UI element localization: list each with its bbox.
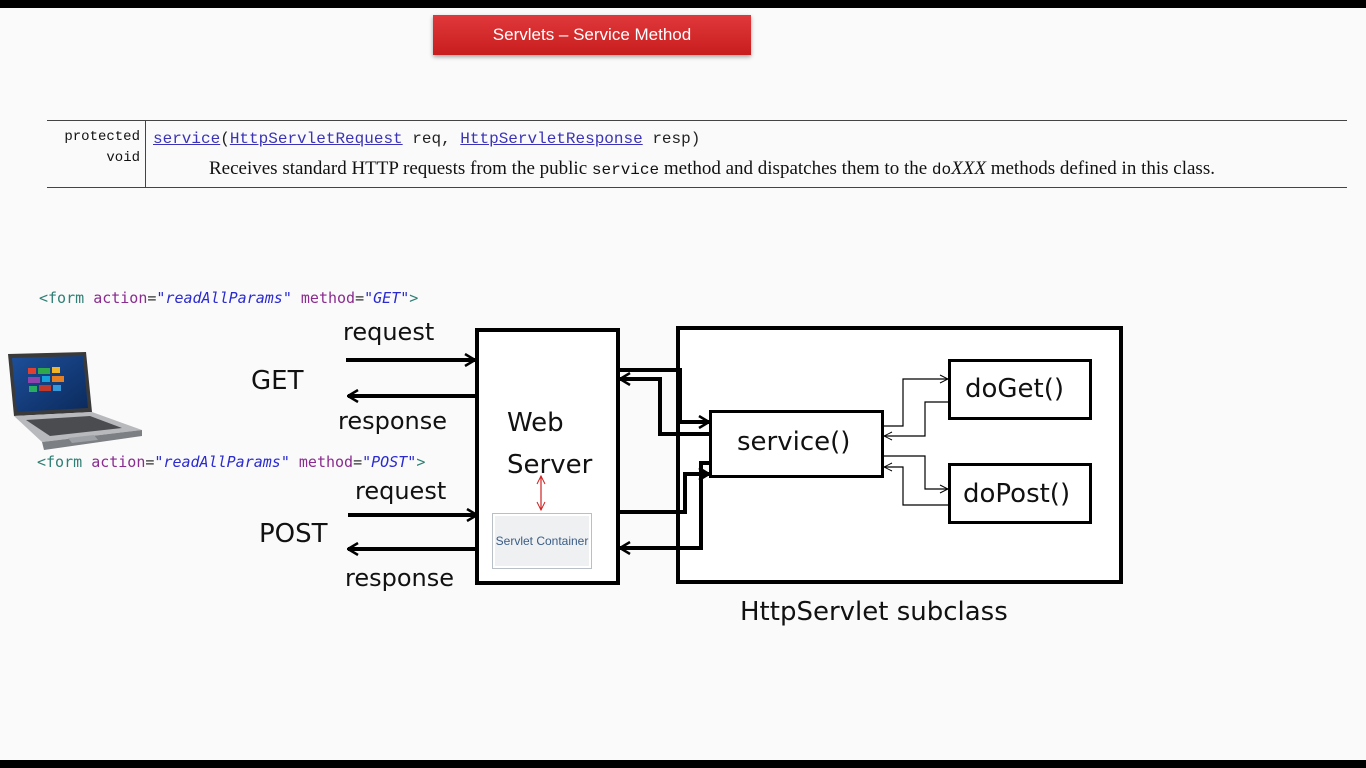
code-tag: <form	[37, 453, 83, 471]
method-link[interactable]: service	[153, 130, 221, 148]
desc-code-service: service	[591, 161, 660, 179]
dopost-method-box	[948, 463, 1092, 524]
slide: Servlets – Service Method protected void…	[0, 8, 1366, 760]
web-server-label-line2: Server	[507, 450, 593, 480]
code-value: "readAllParams"	[156, 289, 292, 307]
api-signature: service(HttpServletRequest req, HttpServ…	[153, 130, 701, 148]
post-request-label: request	[355, 477, 447, 505]
param1-name: req,	[412, 130, 451, 148]
code-tag: >	[409, 289, 419, 307]
code-attr: action	[93, 289, 148, 307]
service-to-server-post-arrow	[620, 461, 709, 548]
service-method-label: service()	[737, 427, 851, 457]
code-tag: <form	[39, 289, 85, 307]
code-value: "readAllParams"	[154, 453, 290, 471]
api-doc-row: protected void service(HttpServletReques…	[47, 120, 1347, 188]
desc-text: methods defined in this class.	[985, 158, 1215, 179]
desc-text: Receives standard HTTP requests from the…	[209, 158, 592, 179]
param2-name: resp)	[652, 130, 701, 148]
doget-to-service-arrow	[884, 401, 948, 436]
service-method-box	[709, 410, 884, 478]
code-attr: method	[300, 289, 356, 307]
service-to-server-get-arrow	[620, 379, 709, 436]
code-attr: method	[298, 453, 354, 471]
code-value: "GET"	[364, 289, 410, 307]
web-server-label-line1: Web	[507, 408, 564, 438]
api-description: Receives standard HTTP requests from the…	[209, 158, 1215, 180]
post-label: POST	[259, 519, 328, 549]
subclass-caption: HttpServlet subclass	[740, 597, 1008, 627]
connector-arrows	[346, 8, 1366, 760]
get-request-label: request	[343, 318, 435, 346]
desc-code-do: do	[931, 161, 952, 179]
dopost-to-service-arrow	[884, 467, 948, 506]
request-type-link[interactable]: HttpServletRequest	[229, 130, 403, 148]
code-tag: >	[416, 453, 426, 471]
slide-title: Servlets – Service Method	[433, 15, 751, 55]
code-attr: action	[91, 453, 146, 471]
desc-text: method and dispatches them to the	[659, 158, 932, 179]
form-get-code: <form action="readAllParams" method="GET…	[39, 289, 419, 307]
server-to-service-get-arrow	[620, 368, 709, 422]
service-to-dopost-arrow	[884, 455, 948, 489]
service-to-doget-arrow	[884, 379, 948, 427]
dopost-method-label: doPost()	[963, 479, 1071, 509]
servlet-container-box: Servlet Container	[492, 513, 592, 569]
laptop-icon	[8, 352, 142, 450]
modifier-protected: protected	[64, 129, 140, 145]
modifier-void: void	[106, 150, 140, 166]
form-post-code: <form action="readAllParams" method="POS…	[37, 453, 426, 471]
doget-method-label: doGet()	[965, 374, 1065, 404]
api-modifier: protected void	[47, 121, 146, 187]
response-type-link[interactable]: HttpServletResponse	[460, 130, 643, 148]
get-response-label: response	[338, 407, 448, 435]
post-response-label: response	[345, 564, 455, 592]
code-value: "POST"	[362, 453, 417, 471]
desc-italic-xxx: XXX	[951, 158, 986, 179]
get-label: GET	[251, 366, 304, 396]
doget-method-box	[948, 359, 1092, 420]
server-to-service-post-arrow	[620, 474, 709, 514]
